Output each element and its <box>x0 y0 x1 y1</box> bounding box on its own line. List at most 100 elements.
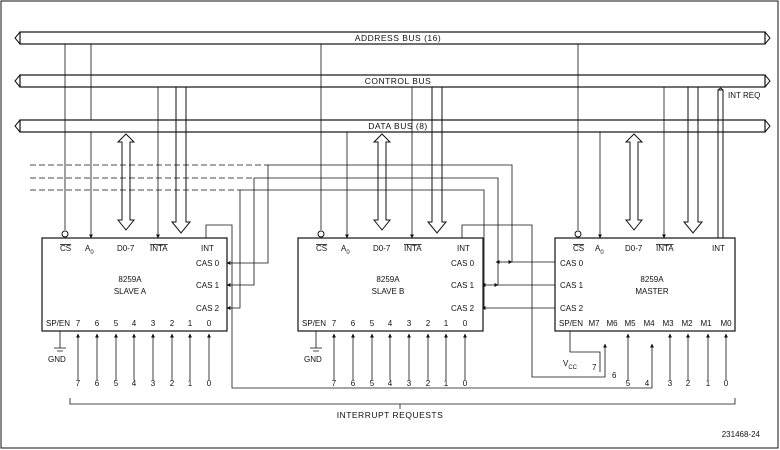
master-req-4: 4 <box>645 379 650 388</box>
slave-b-req-1: 1 <box>444 379 449 388</box>
slave-a-gnd: GND <box>48 355 66 364</box>
slave-b-ir7: 7 <box>332 319 337 328</box>
slave-a-req-2: 2 <box>170 379 175 388</box>
master-m0: M0 <box>720 319 732 328</box>
master-a0: A0 <box>595 244 604 256</box>
slave-b-cas2: CAS 2 <box>451 304 475 313</box>
slave-b-ir6: 6 <box>351 319 356 328</box>
slave-b-ir5: 5 <box>370 319 375 328</box>
slave-b-d07: D0-7 <box>373 244 391 253</box>
slave-b-chip <box>297 237 484 332</box>
slave-b-cas0: CAS 0 <box>451 259 475 268</box>
master-inta: INTA <box>656 244 674 253</box>
slave-int-lines <box>205 224 654 389</box>
master-m3: M3 <box>662 319 674 328</box>
cas-cascade-bus <box>226 164 555 310</box>
slave-b-req-4: 4 <box>388 379 393 388</box>
cas-dashed-lines <box>30 164 268 191</box>
slave-a-int: INT <box>201 244 214 253</box>
slave-b-inta: INTA <box>404 244 422 253</box>
slave-b-spen: SP/EN <box>302 319 326 328</box>
master-vcc: VCC <box>563 359 578 371</box>
slave-b-a0: A0 <box>341 244 350 256</box>
master-cas2: CAS 2 <box>560 304 584 313</box>
slave-b-req-7: 7 <box>332 379 337 388</box>
slave-a-ir4: 4 <box>132 319 137 328</box>
int-req-label: INT REQ <box>728 91 760 100</box>
slave-a-cs: CS <box>60 244 71 253</box>
slave-a-req-6: 6 <box>95 379 100 388</box>
slave-a-ir0: 0 <box>207 319 212 328</box>
slave-b-req-6: 6 <box>351 379 356 388</box>
slave-a-request-numbers: 7 6 5 4 3 2 1 0 <box>76 379 212 388</box>
slave-b-req-5: 5 <box>370 379 375 388</box>
spen-ties <box>54 331 601 372</box>
master-part: 8259A <box>640 275 664 284</box>
slave-a-inta: INTA <box>150 244 168 253</box>
slave-a-ir6: 6 <box>95 319 100 328</box>
slave-b-req-2: 2 <box>426 379 431 388</box>
slave-a-req-1: 1 <box>188 379 193 388</box>
master-req-3: 3 <box>668 379 673 388</box>
slave-a-cas2: CAS 2 <box>196 304 220 313</box>
master-cas1: CAS 1 <box>560 281 584 290</box>
slave-a-cas1: CAS 1 <box>196 281 220 290</box>
slave-b-request-numbers: 7 6 5 4 3 2 1 0 <box>332 379 468 388</box>
slave-a-cas0: CAS 0 <box>196 259 220 268</box>
master-req-0: 0 <box>724 379 729 388</box>
slave-a-chip <box>41 237 228 332</box>
slave-b-ir1: 1 <box>444 319 449 328</box>
master-req-2: 2 <box>686 379 691 388</box>
data-bus: DATA BUS (8) <box>14 119 771 133</box>
master-m1: M1 <box>700 319 712 328</box>
slave-a-req-7: 7 <box>76 379 81 388</box>
master-chip <box>554 237 736 332</box>
slave-a-ir5: 5 <box>114 319 119 328</box>
master-ir-arrows <box>626 333 728 380</box>
slave-b-ir2: 2 <box>426 319 431 328</box>
slave-b-cas1: CAS 1 <box>451 281 475 290</box>
slave-b-part: 8259A <box>376 275 400 284</box>
master-m2: M2 <box>681 319 693 328</box>
address-bus-label: ADDRESS BUS (16) <box>355 33 441 43</box>
master-7-label: 7 <box>592 363 597 372</box>
control-bus-label: CONTROL BUS <box>365 76 432 86</box>
master-6-label: 6 <box>612 371 617 380</box>
slave-a-req-0: 0 <box>207 379 212 388</box>
master-d07: D0-7 <box>625 244 643 253</box>
slave-a-ir-arrows <box>76 333 211 380</box>
master-name: MASTER <box>635 287 669 296</box>
control-bus: CONTROL BUS <box>14 74 771 88</box>
slave-a-req-3: 3 <box>151 379 156 388</box>
slave-a-ir7: 7 <box>76 319 81 328</box>
interrupt-requests-label: INTERRUPT REQUESTS <box>337 410 444 420</box>
slave-a-req-5: 5 <box>114 379 119 388</box>
slave-b-req-3: 3 <box>407 379 412 388</box>
slave-b-ir-arrows <box>332 333 467 380</box>
slave-b-int: INT <box>457 244 470 253</box>
slave-a-req-4: 4 <box>132 379 137 388</box>
master-bus-connections <box>574 44 704 239</box>
slave-b-name: SLAVE B <box>372 287 405 296</box>
slave-b-bus-connections <box>317 44 448 239</box>
slave-b-gnd: GND <box>304 355 322 364</box>
slave-a-ir3: 3 <box>151 319 156 328</box>
slave-a-a0: A0 <box>85 244 94 256</box>
int-req-line: INT REQ <box>717 87 760 238</box>
slave-a-name: SLAVE A <box>114 287 147 296</box>
address-bus: ADDRESS BUS (16) <box>14 31 771 45</box>
master-cas0: CAS 0 <box>560 259 584 268</box>
slave-b-ir3: 3 <box>407 319 412 328</box>
data-bus-label: DATA BUS (8) <box>368 121 428 131</box>
slave-a-pin-labels: CS A0 D0-7 INTA INT CAS 0 CAS 1 CAS 2 SP… <box>46 244 220 328</box>
master-m6: M6 <box>606 319 618 328</box>
master-m7: M7 <box>588 319 600 328</box>
slave-b-pin-labels: CS A0 D0-7 INTA INT CAS 0 CAS 1 CAS 2 SP… <box>302 244 475 328</box>
slave-a-bus-connections <box>61 43 192 239</box>
slave-b-req-0: 0 <box>463 379 468 388</box>
slave-b-cs: CS <box>316 244 327 253</box>
master-request-numbers: 5 4 3 2 1 0 <box>626 379 729 388</box>
master-req-5: 5 <box>626 379 631 388</box>
